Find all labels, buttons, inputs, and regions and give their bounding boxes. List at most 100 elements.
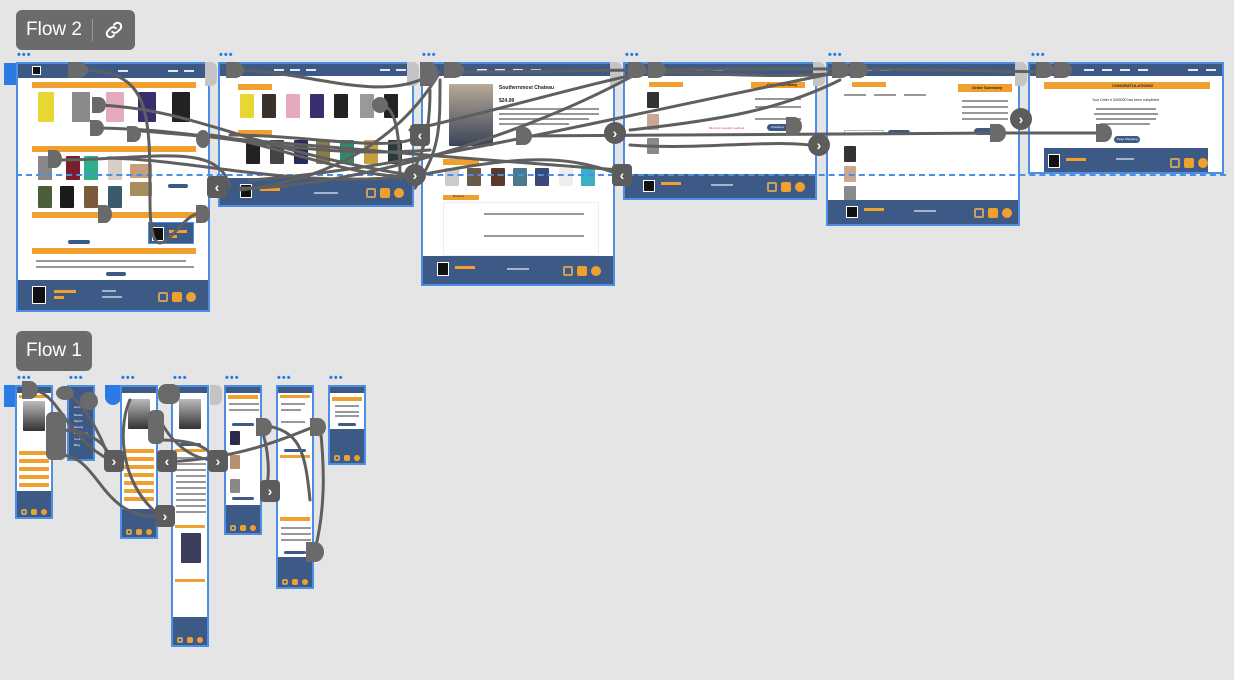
screen-catalog[interactable] — [218, 62, 414, 207]
twitter-icon[interactable] — [1198, 158, 1208, 168]
frame-menu-dots[interactable]: ••• — [828, 49, 843, 61]
screen-home[interactable] — [16, 62, 210, 312]
twitter-icon[interactable] — [795, 182, 805, 192]
frame-menu-dots[interactable]: ••• — [225, 372, 240, 384]
hotspot-handle[interactable] — [648, 62, 666, 78]
hotspot-handle[interactable] — [516, 127, 532, 145]
hotspot-handle[interactable] — [832, 62, 850, 78]
frame-tab[interactable] — [1015, 62, 1027, 86]
facebook-icon[interactable] — [988, 208, 998, 218]
facebook-icon[interactable] — [380, 188, 390, 198]
menu-item-contact[interactable]: Contact — [74, 437, 85, 441]
twitter-icon[interactable] — [591, 266, 601, 276]
hotspot-handle[interactable] — [158, 384, 180, 404]
start-point-tab[interactable] — [4, 63, 16, 85]
frame-menu-dots[interactable]: ••• — [121, 372, 136, 384]
instagram-icon[interactable] — [974, 208, 984, 218]
hotspot-handle[interactable] — [46, 412, 66, 460]
hotspot-handle[interactable] — [310, 418, 326, 436]
chevron-right-icon[interactable]: › — [404, 164, 426, 186]
frame-tab[interactable] — [205, 62, 217, 86]
menu-item-events[interactable]: Events — [74, 425, 84, 429]
hotspot-handle[interactable] — [127, 126, 141, 142]
read-more-button[interactable] — [168, 184, 188, 188]
hotspot-handle[interactable] — [786, 117, 802, 135]
book-cover[interactable] — [38, 92, 54, 122]
chevron-left-icon[interactable]: ‹ — [612, 164, 632, 186]
instagram-icon[interactable] — [563, 266, 573, 276]
chevron-right-icon[interactable]: › — [260, 480, 280, 502]
link-icon[interactable] — [103, 19, 125, 41]
instagram-icon[interactable] — [158, 292, 168, 302]
hotspot-handle[interactable] — [990, 124, 1006, 142]
menu-item-merch[interactable]: Merch — [74, 419, 83, 423]
twitter-icon[interactable] — [394, 188, 404, 198]
screen-confirmation[interactable]: CONGRATULATIONS! Your Order # 0000000 ha… — [1028, 62, 1224, 174]
hotspot-handle[interactable] — [256, 418, 272, 436]
start-point-tab[interactable] — [105, 385, 121, 405]
hotspot-handle[interactable] — [196, 130, 210, 148]
hotspot-handle[interactable] — [56, 386, 74, 400]
frame-tab[interactable] — [610, 62, 622, 86]
chevron-right-icon[interactable]: › — [808, 134, 830, 156]
featured-author-card[interactable] — [148, 222, 194, 244]
frame-tab[interactable] — [813, 62, 825, 86]
hotspot-handle[interactable] — [1036, 62, 1054, 78]
chevron-left-icon[interactable]: ‹ — [207, 176, 227, 198]
facebook-icon[interactable] — [781, 182, 791, 192]
screen-mobile-book-detail[interactable] — [171, 385, 209, 647]
menu-item-books[interactable]: Books — [74, 413, 83, 417]
hotspot-handle[interactable] — [444, 62, 464, 78]
hotspot-handle[interactable] — [148, 410, 164, 444]
chevron-left-icon[interactable]: ‹ — [157, 450, 177, 472]
frame-menu-dots[interactable]: ••• — [17, 49, 32, 61]
chevron-right-icon[interactable]: › — [208, 450, 228, 472]
twitter-icon[interactable] — [1002, 208, 1012, 218]
start-point-tab[interactable] — [4, 385, 16, 407]
hotspot-handle[interactable] — [68, 62, 88, 78]
hotspot-handle[interactable] — [420, 62, 438, 86]
screen-checkout[interactable]: Order Summary — [826, 62, 1020, 226]
hotspot-handle[interactable] — [226, 62, 244, 78]
instagram-icon[interactable] — [366, 188, 376, 198]
chevron-right-icon[interactable]: › — [104, 450, 124, 472]
hotspot-handle[interactable] — [80, 392, 98, 410]
hotspot-handle[interactable] — [1054, 62, 1072, 78]
apply-button[interactable] — [888, 130, 910, 135]
chevron-right-icon[interactable]: › — [155, 505, 175, 527]
frame-menu-dots[interactable]: ••• — [422, 49, 437, 61]
hotspot-handle[interactable] — [48, 150, 62, 168]
keep-shopping-button[interactable]: Keep Shopping — [1114, 136, 1140, 143]
hotspot-handle[interactable] — [372, 97, 388, 113]
frame-menu-dots[interactable]: ••• — [625, 49, 640, 61]
book-cover[interactable] — [138, 92, 156, 122]
frame-menu-dots[interactable]: ••• — [219, 49, 234, 61]
gift-card-input[interactable] — [844, 130, 884, 135]
menu-item-blog[interactable]: Blog — [74, 443, 81, 447]
menu-item-book-club[interactable]: Book Club — [74, 431, 88, 435]
frame-menu-dots[interactable]: ••• — [1031, 49, 1046, 61]
hotspot-handle[interactable] — [1096, 124, 1112, 142]
frame-menu-dots[interactable]: ••• — [329, 372, 344, 384]
chevron-right-icon[interactable]: › — [604, 122, 626, 144]
instagram-icon[interactable] — [767, 182, 777, 192]
hotspot-handle[interactable] — [22, 381, 38, 399]
button[interactable] — [68, 240, 90, 244]
frame-menu-dots[interactable]: ••• — [173, 372, 188, 384]
hotspot-handle[interactable] — [98, 205, 112, 223]
screen-mobile-confirmation[interactable] — [328, 385, 366, 465]
facebook-icon[interactable] — [1184, 158, 1194, 168]
twitter-icon[interactable] — [186, 292, 196, 302]
flow-2-label[interactable]: Flow 2 — [16, 10, 135, 50]
facebook-icon[interactable] — [172, 292, 182, 302]
hotspot-handle[interactable] — [850, 62, 868, 78]
frame-menu-dots[interactable]: ••• — [17, 372, 32, 384]
frame-tab[interactable] — [210, 385, 222, 405]
chevron-left-icon[interactable]: ‹ — [410, 124, 430, 146]
frame-tab[interactable] — [407, 62, 419, 86]
screen-mobile-catalog[interactable] — [120, 385, 158, 539]
book-cover[interactable] — [106, 92, 124, 122]
hotspot-handle[interactable] — [196, 205, 210, 223]
hotspot-handle[interactable] — [90, 120, 104, 136]
